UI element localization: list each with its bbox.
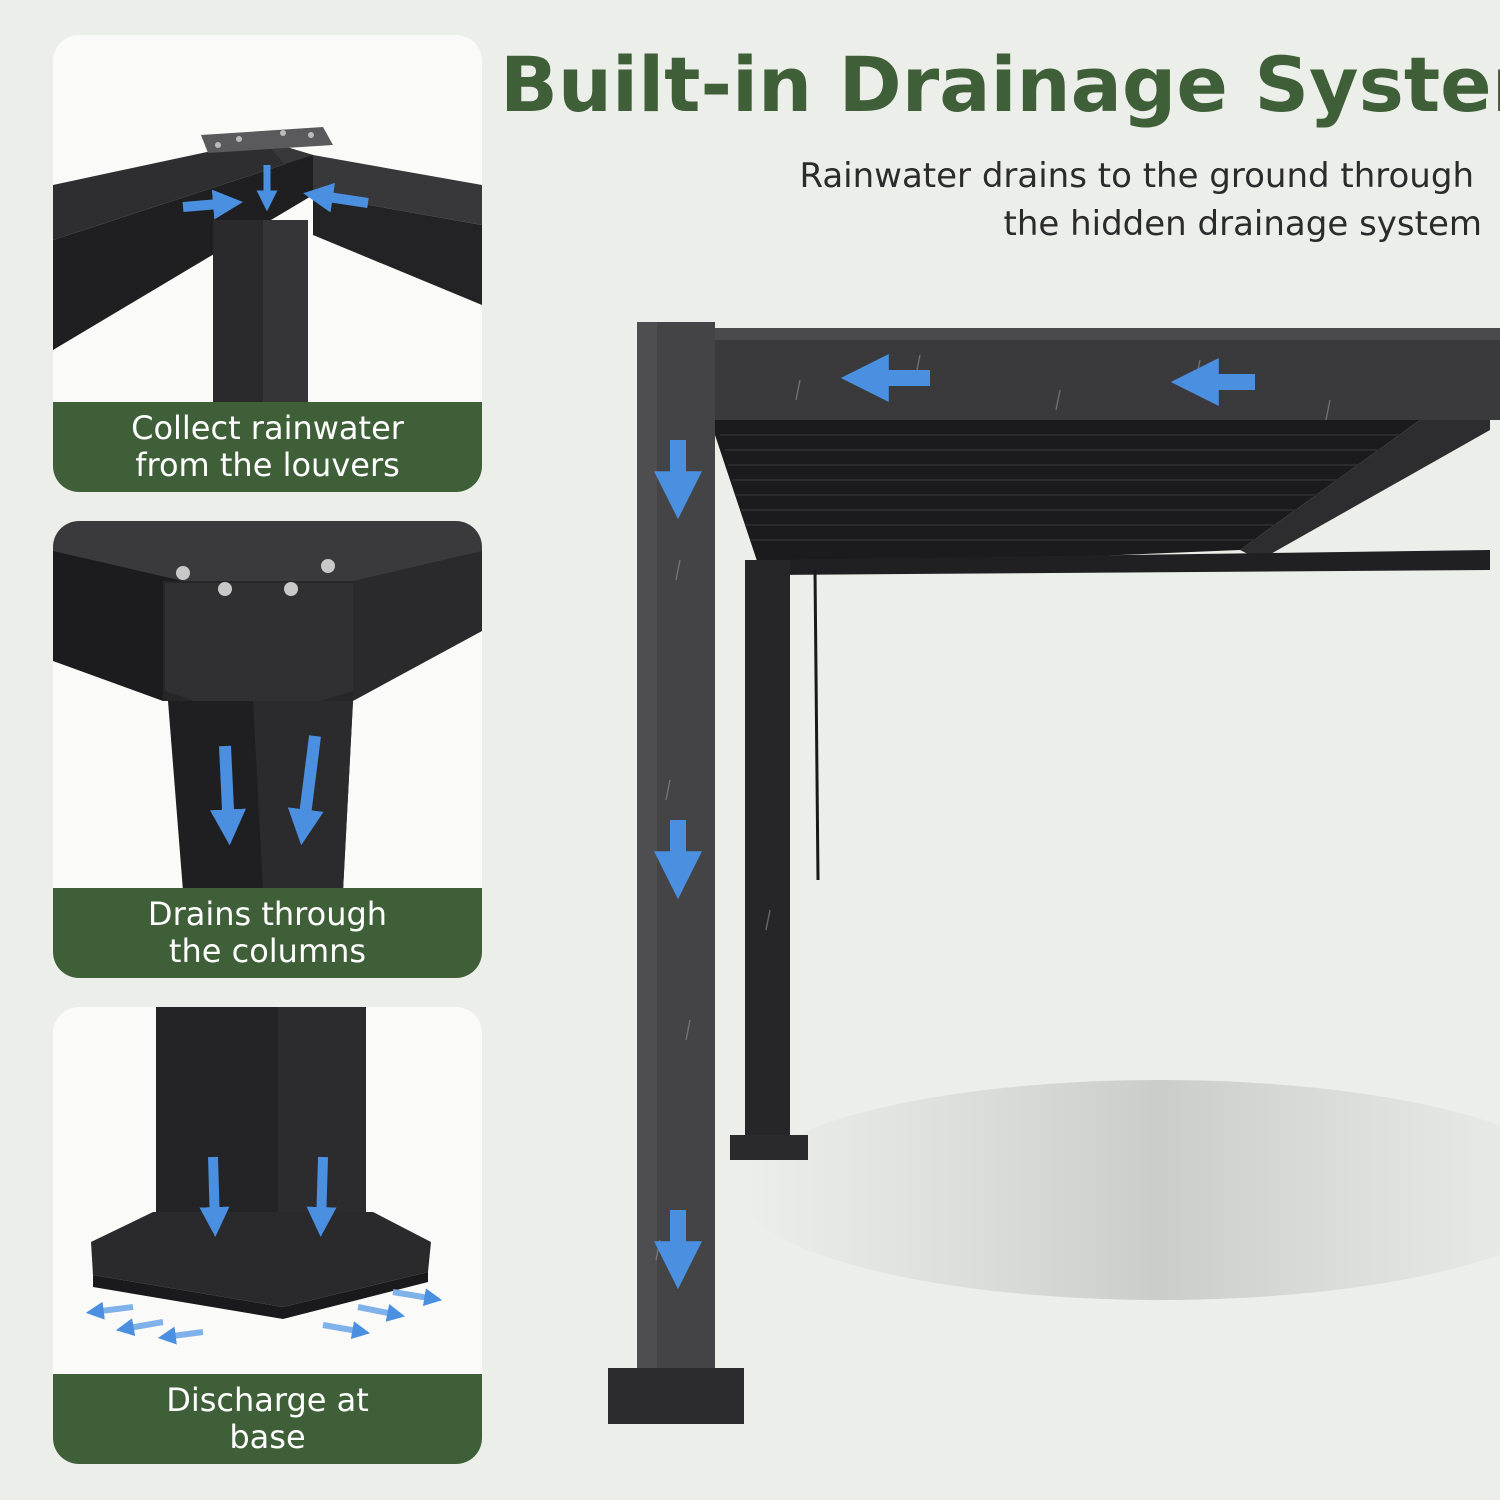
card-caption-line-2: the columns (168, 932, 367, 970)
card-caption-line-1: Drains through (147, 895, 388, 933)
caption-band: Collect rainwater from the louvers (53, 402, 482, 492)
card-caption-line-2: base (229, 1418, 306, 1456)
flow-arrow-icon (303, 182, 369, 213)
flow-arrow-icon (115, 1318, 164, 1337)
caption-band: Drains through the columns (53, 888, 482, 978)
subtitle-line-2: the hidden drainage system (1003, 204, 1483, 244)
flow-arrow-icon (157, 1326, 204, 1345)
flow-arrow-icon (287, 735, 324, 846)
corner-beam-illustration (53, 127, 482, 405)
flow-arrow-icon (306, 1156, 337, 1237)
page-title: Built-in Drainage System (500, 40, 1500, 129)
flow-arrow-icon (357, 1304, 406, 1322)
flow-arrow-icon (210, 745, 246, 846)
drains-through-columns-card: Drains through the columns (53, 521, 482, 978)
subtitle-line-1: Rainwater drains to the ground through (799, 156, 1474, 196)
pergola-illustration (608, 322, 1500, 1424)
column-top-illustration (53, 521, 482, 891)
card-caption-line-1: Discharge at (166, 1381, 369, 1419)
card-caption-line-2: from the louvers (135, 446, 400, 484)
column-base-illustration (85, 1007, 443, 1345)
caption-band: Discharge at base (53, 1374, 482, 1464)
card-caption-line-1: Collect rainwater (131, 409, 404, 447)
flow-arrow-icon (182, 189, 243, 220)
flow-arrow-icon (199, 1156, 230, 1237)
collect-rainwater-card: Collect rainwater from the louvers (53, 35, 482, 492)
flow-arrow-icon (392, 1288, 443, 1307)
flow-arrow-icon (85, 1301, 134, 1320)
discharge-at-base-card: Discharge at base (53, 1007, 482, 1464)
flow-arrow-icon (322, 1321, 371, 1340)
pergola-scene (500, 260, 1500, 1464)
page-subtitle: Rainwater drains to the ground through t… (640, 152, 1482, 248)
